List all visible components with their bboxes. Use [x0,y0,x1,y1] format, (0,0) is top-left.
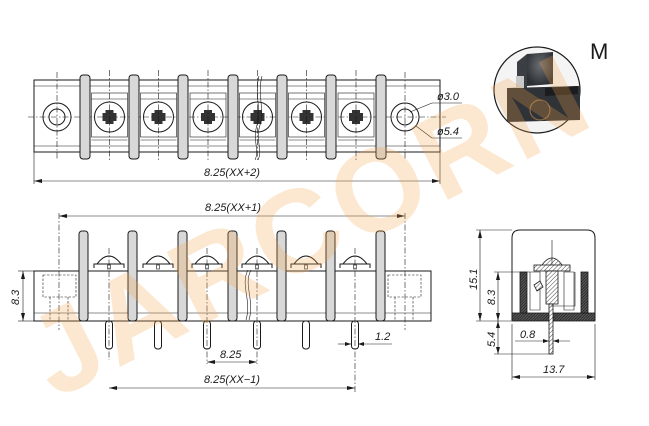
pin-span-dimension: 8.25(XX−1) [109,374,355,390]
front-height-label: 8.3 [10,289,22,305]
pin-span-label: 8.25(XX−1) [204,374,260,386]
top-view: ø3.0 ø5.4 8.25(XX+2) [28,70,462,184]
side-body-height-dimension: 8.3 [486,271,530,321]
pin-width-label: 1.2 [375,331,390,343]
overall-length-label: 8.25(XX+2) [204,167,260,179]
pin-width-dimension: 1.2 [338,331,392,346]
mounting-hole-left [42,72,72,160]
hole-callouts: ø3.0 ø5.4 [409,91,462,139]
barriers-front [78,230,386,322]
side-pin-thickness-dimension: 0.8 [515,329,570,343]
pitch-label: 8.25 [220,349,242,361]
front-view: 8.25(XX+1) [10,202,432,392]
side-total-height-dimension: 15.1 [468,229,512,322]
front-length-label: 8.25(XX+1) [205,202,261,214]
screw-heads-and-pins [93,248,371,392]
side-total-height-label: 15.1 [468,269,480,290]
side-pin-length-dimension: 5.4 [486,321,549,355]
side-pin-length-label: 5.4 [486,332,498,347]
barriers-top [79,74,387,160]
side-width-dimension: 13.7 [511,324,596,380]
mounting-hole-right [390,72,420,160]
watermark-text: JARCORN [7,28,612,421]
pitch-dimension: 8.25 [207,349,257,364]
side-pin-thickness-label: 0.8 [520,329,536,341]
screw-terminals-top [91,70,375,160]
inset-photo-m: M [493,39,608,134]
side-width-label: 13.7 [543,364,565,376]
hole-outer-diameter-label: ø5.4 [437,126,459,138]
overall-length-dimension: 8.25(XX+2) [33,152,441,184]
inset-label-m: M [590,39,608,64]
front-height-dimension: 8.3 [10,270,34,322]
hole-inner-diameter-label: ø3.0 [437,91,460,103]
side-view: 15.1 8.3 5.4 0.8 [468,229,596,380]
watermark: JARCORN [7,28,612,423]
side-body-height-label: 8.3 [486,289,498,305]
